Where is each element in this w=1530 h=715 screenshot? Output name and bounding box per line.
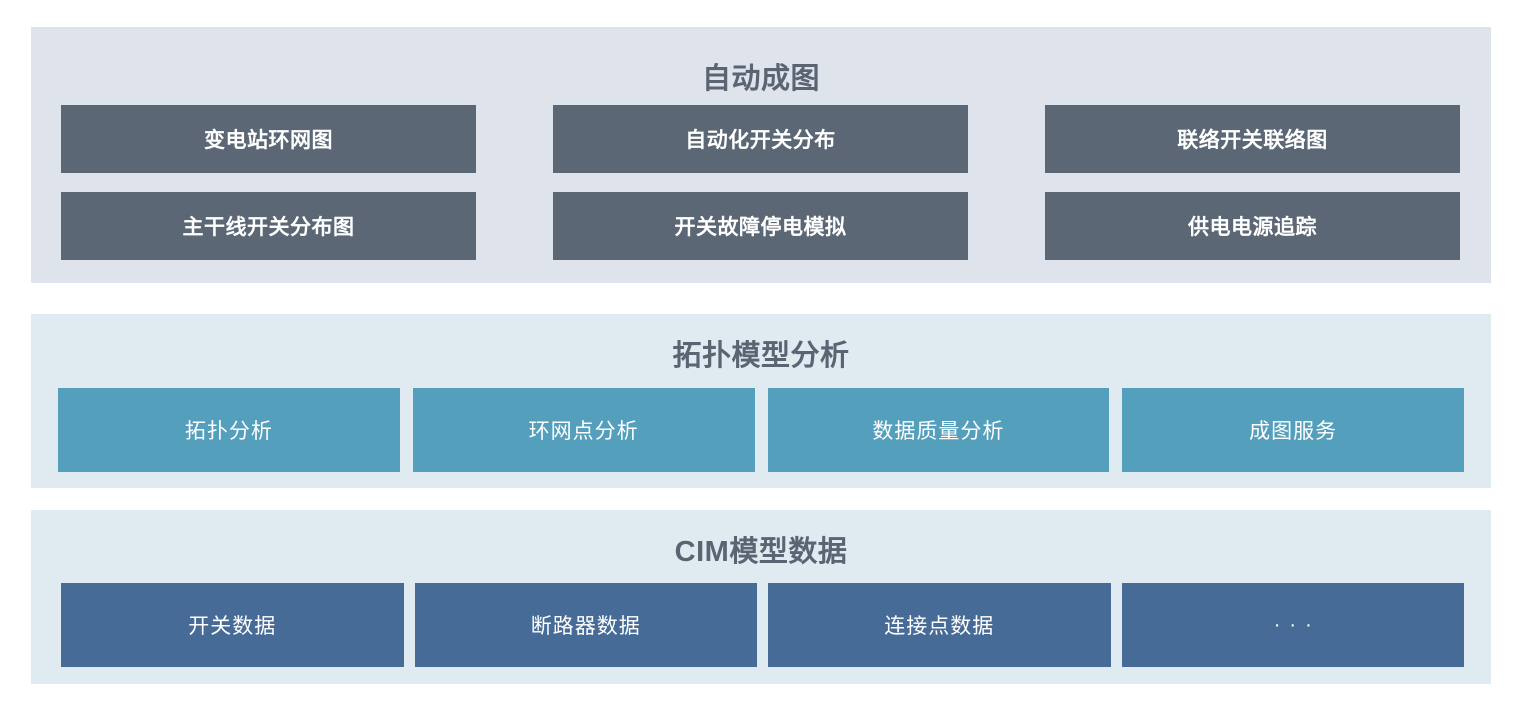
tile-connectivity-node-data[interactable]: 连接点数据 [768, 583, 1111, 667]
topology-tile-grid: 拓扑分析 环网点分析 数据质量分析 成图服务 [58, 388, 1464, 472]
tile-more-data[interactable]: ··· [1121, 583, 1464, 667]
section-topology-model-analysis-title: 拓扑模型分析 [672, 340, 850, 372]
section-cim-model-data-title: CIM模型数据 [674, 536, 848, 568]
tile-automation-switch-distribution[interactable]: 自动化开关分布 [553, 105, 968, 173]
tile-switch-fault-outage-simulation[interactable]: 开关故障停电模拟 [553, 192, 968, 260]
tile-data-quality-analysis[interactable]: 数据质量分析 [767, 388, 1110, 472]
tile-tie-switch-connection-diagram[interactable]: 联络开关联络图 [1045, 105, 1460, 173]
architecture-stack: 自动成图 变电站环网图 自动化开关分布 联络开关联络图 主干线开关分布图 开关故… [31, 27, 1491, 684]
tile-label: 拓扑分析 [184, 420, 273, 443]
auto-mapping-tile-grid: 变电站环网图 自动化开关分布 联络开关联络图 主干线开关分布图 开关故障停电模拟… [61, 105, 1460, 260]
tile-label: 自动化开关分布 [685, 129, 836, 152]
section-auto-mapping-title: 自动成图 [701, 63, 820, 95]
tile-ring-network-point-analysis[interactable]: 环网点分析 [412, 388, 755, 472]
tile-switch-data[interactable]: 开关数据 [61, 583, 404, 667]
tile-label: 开关数据 [188, 615, 277, 638]
ellipsis-icon: ··· [1273, 613, 1321, 636]
tile-label: 连接点数据 [884, 615, 995, 638]
tile-label: 数据质量分析 [872, 420, 1005, 443]
tile-label: 变电站环网图 [204, 129, 333, 152]
tile-label: 环网点分析 [528, 420, 639, 443]
section-cim-model-data: CIM模型数据 开关数据 断路器数据 连接点数据 ··· [31, 510, 1491, 684]
tile-label: 主干线开关分布图 [182, 216, 355, 239]
cim-tile-grid: 开关数据 断路器数据 连接点数据 ··· [61, 583, 1464, 667]
tile-label: 断路器数据 [530, 615, 641, 638]
section-topology-model-analysis: 拓扑模型分析 拓扑分析 环网点分析 数据质量分析 成图服务 [31, 314, 1491, 488]
tile-substation-ring-network-diagram[interactable]: 变电站环网图 [61, 105, 476, 173]
tile-label: 成图服务 [1249, 420, 1338, 443]
tile-circuit-breaker-data[interactable]: 断路器数据 [414, 583, 757, 667]
tile-power-supply-source-tracing[interactable]: 供电电源追踪 [1045, 192, 1460, 260]
tile-label: 联络开关联络图 [1177, 129, 1328, 152]
tile-topology-analysis[interactable]: 拓扑分析 [58, 388, 400, 472]
tile-label: 供电电源追踪 [1188, 216, 1317, 239]
tile-mapping-service[interactable]: 成图服务 [1122, 388, 1464, 472]
section-auto-mapping: 自动成图 变电站环网图 自动化开关分布 联络开关联络图 主干线开关分布图 开关故… [31, 27, 1491, 283]
tile-trunk-line-switch-distribution-diagram[interactable]: 主干线开关分布图 [61, 192, 476, 260]
tile-label: 开关故障停电模拟 [674, 216, 847, 239]
